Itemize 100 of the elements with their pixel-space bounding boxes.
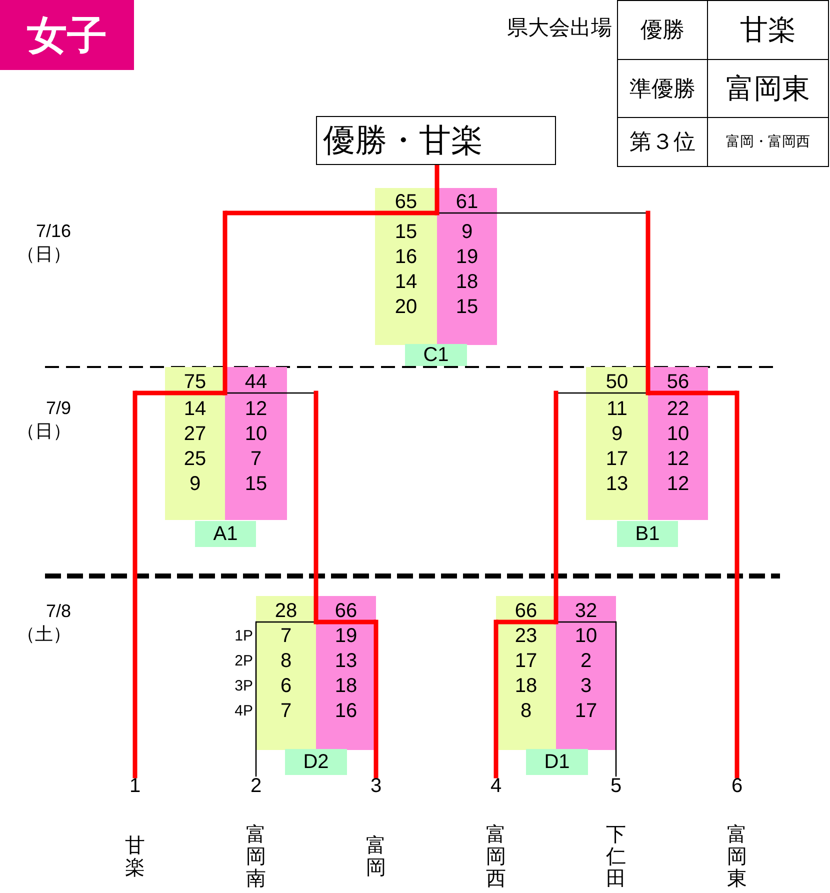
total-score: 66 [514,601,538,621]
team-name: 富岡東 [727,824,747,890]
match-tag: C1 [405,344,467,366]
match-tag: D1 [526,749,588,775]
match-tag: B1 [617,521,678,547]
period-score: 20 [394,297,418,317]
period-score: 23 [514,626,538,646]
school-cell: 甘楽 [707,0,829,60]
bracket-line [132,390,138,778]
rank-cell: 第３位 [617,117,708,167]
title-banner: 女子 [0,0,134,70]
total-score: 32 [574,601,598,621]
bracket-line [554,390,558,624]
seed-number: 3 [370,776,382,796]
weekday-label: （日） [17,422,71,440]
bracket-line [374,620,378,778]
score-column [225,188,437,345]
school-cell: 富岡・富岡西 [707,117,829,167]
total-score: 66 [334,601,358,621]
period-score: 9 [611,424,623,444]
qualifier-label: 県大会出場 [507,18,612,38]
period-label: 4P [234,704,253,718]
bracket-line [615,621,617,777]
period-score: 17 [574,701,598,721]
period-score: 13 [334,651,358,671]
champion-box: 優勝・甘楽 [316,116,556,165]
score-column [225,367,316,520]
seed-number: 6 [731,776,743,796]
score-column [648,367,737,520]
bracket-line [222,210,228,396]
period-score: 17 [606,449,628,469]
date-label: 7/9 [46,399,71,417]
period-score: 10 [574,626,598,646]
period-score: 11 [606,399,628,419]
period-label: 2P [234,654,253,668]
period-score: 10 [666,424,690,444]
period-score: 15 [456,297,478,317]
seed-number: 4 [490,776,502,796]
match-tag: A1 [195,521,256,547]
period-score: 17 [514,651,538,671]
period-score: 15 [394,222,418,242]
period-score: 15 [244,474,268,494]
period-score: 9 [461,222,473,242]
total-score: 75 [184,372,206,392]
total-score: 50 [606,372,628,392]
period-score: 2 [580,651,592,671]
score-column [556,367,648,520]
period-score: 7 [250,449,262,469]
period-score: 19 [334,626,358,646]
date-label: 7/8 [46,602,71,620]
seed-number: 5 [610,776,622,796]
period-score: 12 [666,449,690,469]
period-score: 25 [184,449,206,469]
period-label: 1P [234,628,253,644]
score-column [556,596,616,750]
date-label: 7/16 [36,222,71,240]
bracket-line [734,390,740,778]
team-name: 下仁田 [606,824,626,890]
period-score: 14 [184,399,206,419]
period-score: 19 [456,247,478,267]
seed-number: 1 [129,776,141,796]
period-score: 8 [280,651,292,671]
total-score: 56 [666,372,690,392]
period-score: 18 [334,676,358,696]
period-score: 18 [456,272,478,292]
period-score: 22 [666,399,690,419]
score-column [256,596,316,750]
rank-cell: 優勝 [617,0,708,60]
team-name: 富岡 [366,835,386,879]
bracket-line [646,210,650,396]
weekday-label: （土） [17,625,71,643]
period-score: 8 [520,701,532,721]
team-name: 甘楽 [125,835,145,879]
period-score: 27 [184,424,206,444]
period-score: 18 [514,676,538,696]
total-score: 44 [244,372,268,392]
team-name: 富岡西 [486,824,506,890]
score-column [316,596,376,750]
period-label: 3P [234,678,253,694]
score-column [437,188,648,345]
seed-number: 2 [250,776,262,796]
match-tag: D2 [285,749,347,775]
period-score: 16 [394,247,418,267]
period-score: 12 [244,399,268,419]
bracket-line [255,621,257,777]
period-score: 7 [280,626,292,646]
bracket-line [434,162,440,216]
period-score: 6 [280,676,292,696]
period-score: 7 [280,701,292,721]
period-score: 12 [666,474,690,494]
total-score: 65 [394,192,418,212]
total-score: 61 [456,192,478,212]
period-score: 10 [244,424,268,444]
bracket-line [314,390,318,624]
bracket-line [494,620,498,778]
team-name: 富岡南 [246,824,266,890]
weekday-label: （日） [17,245,71,263]
score-column [135,367,225,520]
period-score: 9 [189,474,201,494]
period-score: 13 [606,474,628,494]
